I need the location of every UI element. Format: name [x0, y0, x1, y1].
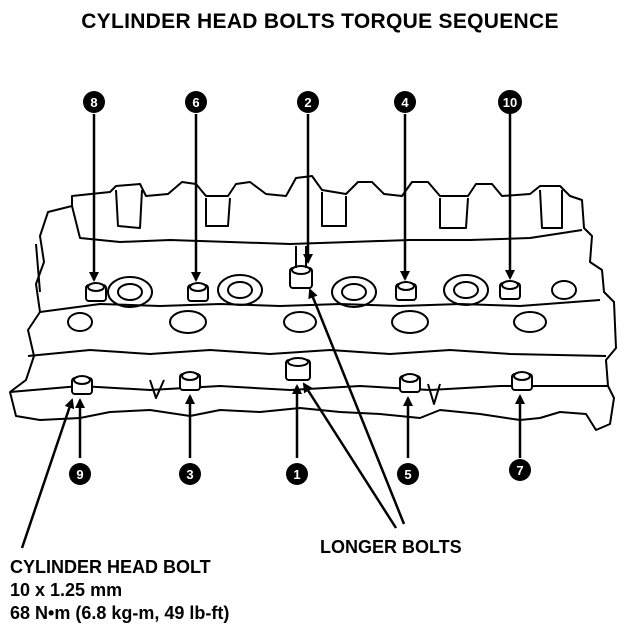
- longer-bolt-leader-2: [308, 288, 406, 525]
- badge-1: 1: [286, 463, 308, 485]
- bolt-7: [511, 371, 533, 391]
- bolt-spec-name: CYLINDER HEAD BOLT: [10, 557, 211, 577]
- bolt-2: [289, 246, 313, 289]
- bolt-spec-size: 10 x 1.25 mm: [10, 580, 123, 600]
- badge-3: 3: [179, 463, 201, 485]
- bolt-9: [71, 375, 93, 395]
- bolt-spec-leader: [20, 398, 75, 549]
- diagram-title: CYLINDER HEAD BOLTS TORQUE SEQUENCE: [81, 10, 559, 33]
- badge-6: 6: [185, 91, 207, 113]
- badge-9: 9: [69, 463, 91, 485]
- svg-text:3: 3: [186, 467, 193, 482]
- svg-text:4: 4: [401, 95, 409, 110]
- valve-ports: [67, 274, 577, 334]
- bolt-8: [85, 282, 107, 302]
- bolt-1: [285, 357, 311, 381]
- bolt-6: [187, 282, 209, 302]
- bolt-spec-torque: 68 N•m (6.8 kg-m, 49 lb-ft): [10, 603, 230, 623]
- svg-text:2: 2: [304, 95, 311, 110]
- bolt-3: [179, 371, 201, 391]
- badge-2: 2: [297, 91, 319, 113]
- svg-text:8: 8: [90, 95, 97, 110]
- sequence-badges: 8 6 2 4 10 9 3 1 5 7: [69, 90, 531, 485]
- badge-10: 10: [498, 90, 522, 114]
- svg-text:7: 7: [516, 463, 523, 478]
- badge-8: 8: [83, 91, 105, 113]
- longer-bolt-leader-1: [302, 382, 398, 529]
- svg-text:1: 1: [293, 467, 300, 482]
- svg-text:6: 6: [192, 95, 199, 110]
- bolt-10: [499, 280, 521, 300]
- sequence-arrows: [75, 114, 525, 458]
- head-bolts: [71, 246, 533, 395]
- longer-bolts-label: LONGER BOLTS: [320, 537, 462, 557]
- svg-text:5: 5: [404, 467, 411, 482]
- svg-text:9: 9: [76, 467, 83, 482]
- badge-7: 7: [509, 459, 531, 481]
- cylinder-head-casting: [9, 175, 617, 431]
- bolt-spec: CYLINDER HEAD BOLT 10 x 1.25 mm 68 N•m (…: [10, 556, 229, 625]
- badge-4: 4: [394, 91, 416, 113]
- bolt-5: [399, 373, 421, 393]
- bolt-4: [395, 281, 417, 301]
- svg-text:10: 10: [503, 95, 517, 110]
- leader-lines: [20, 288, 406, 549]
- badge-5: 5: [397, 463, 419, 485]
